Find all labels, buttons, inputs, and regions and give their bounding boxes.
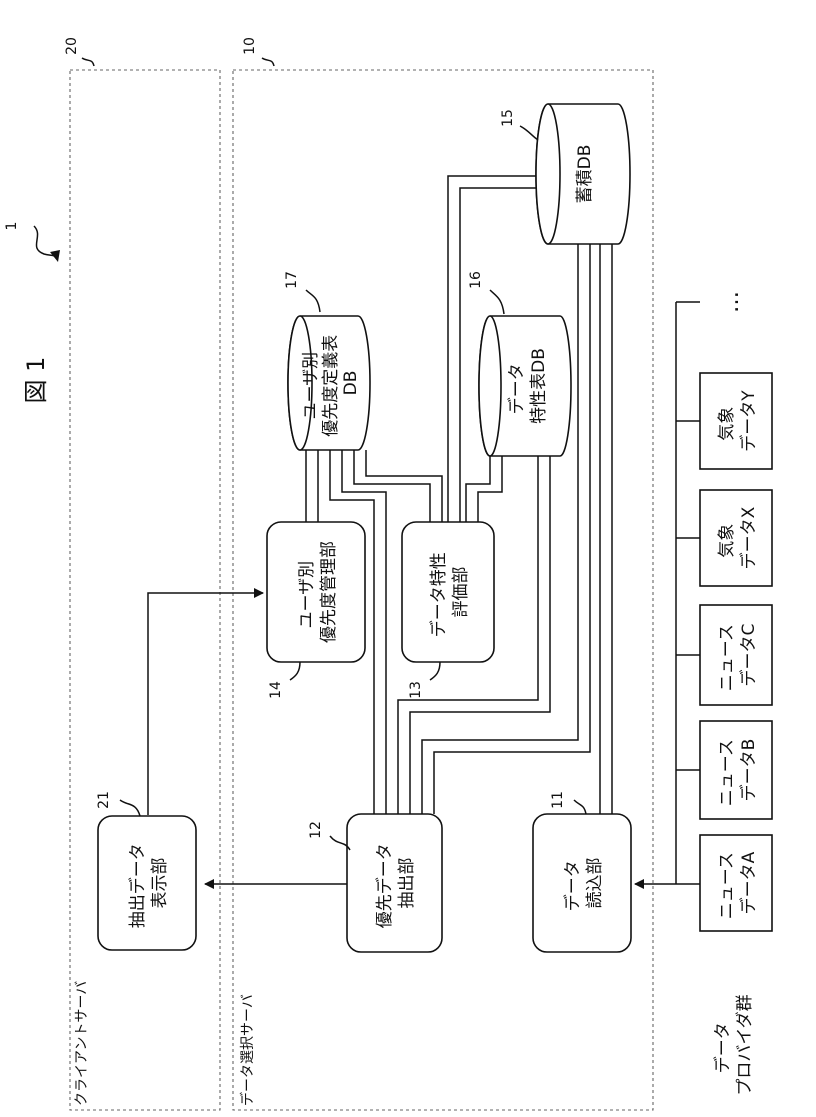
char-eval-line-2: 評価部: [451, 567, 471, 618]
reader-block-ref-leader: [574, 800, 586, 814]
display-block-line-1: 抽出データ: [127, 843, 148, 928]
display-block-ref-leader: [120, 800, 140, 816]
priority-def-db-ref: 17: [284, 271, 300, 289]
provider-ellipsis: …: [719, 291, 744, 313]
selection-server-label: データ選択サーバ: [239, 994, 256, 1106]
char-table-db-line-2: 特性表DB: [529, 348, 549, 424]
client-server-label: クライアントサーバ: [74, 981, 90, 1106]
reader-block-line-2: 読込部: [585, 858, 605, 909]
provider-a-line-1: ニュース: [717, 852, 737, 919]
client-server-ref-leader: [82, 58, 94, 66]
provider-group-line-1: データ: [712, 1022, 733, 1073]
provider-group-label: データ プロバイダ群: [712, 994, 755, 1095]
storage-db-label: 蓄積DB: [575, 145, 595, 204]
provider-x-line-1: 気象: [717, 524, 737, 558]
storage-db-ref-leader: [520, 126, 538, 140]
extract-block-ref: 12: [308, 821, 324, 839]
reader-block-ref: 11: [550, 791, 566, 809]
priority-definition-db: ユーザ別 優先度定義表 DB: [288, 316, 370, 450]
user-priority-management-block: ユーザ別 優先度管理部: [267, 522, 365, 662]
storage-db-ref: 15: [500, 109, 516, 127]
selection-server-ref-leader: [262, 58, 274, 66]
provider-y-line-2: データY: [738, 390, 759, 452]
priority-mgmt-line-2: 優先度管理部: [319, 541, 339, 643]
char-table-db-line-1: データ: [506, 363, 527, 414]
provider-group-line-2: プロバイダ群: [735, 994, 755, 1095]
provider-c-line-1: ニュース: [717, 624, 737, 691]
char-table-db-ref: 16: [468, 271, 484, 289]
data-reader-block: データ 読込部: [533, 814, 631, 952]
system-ref-label: 1: [4, 222, 20, 231]
provider-news-b: ニュース データB: [700, 721, 772, 819]
provider-y-line-1: 気象: [717, 407, 737, 441]
char-table-db-ref-leader: [490, 290, 504, 314]
storage-db: 蓄積DB: [536, 104, 630, 244]
display-block-ref: 21: [96, 791, 112, 809]
provider-c-line-2: データC: [738, 624, 759, 687]
provider-a-line-2: データA: [738, 851, 759, 914]
provider-weather-x: 気象 データX: [700, 490, 772, 586]
char-eval-ref-leader: [430, 662, 440, 680]
provider-b-line-1: ニュース: [717, 739, 737, 806]
char-eval-ref: 13: [408, 681, 424, 699]
priority-data-extraction-block: 優先データ 抽出部: [347, 814, 442, 952]
client-server-container: [70, 70, 220, 1110]
provider-b-line-2: データB: [738, 739, 759, 802]
extract-block-line-1: 優先データ: [374, 843, 395, 928]
priority-mgmt-line-1: ユーザ別: [297, 561, 317, 629]
priority-def-db-line-2: 優先度定義表: [321, 335, 341, 437]
characteristic-table-db: データ 特性表DB: [479, 316, 571, 456]
display-block-line-2: 表示部: [150, 858, 170, 909]
priority-mgmt-ref: 14: [268, 681, 284, 699]
priority-def-db-line-3: DB: [341, 371, 361, 396]
extracted-data-display-block: 抽出データ 表示部: [98, 816, 196, 950]
display-to-priority-mgmt-wire: [148, 593, 263, 815]
reader-block-line-1: データ: [562, 860, 583, 911]
priority-def-db-ref-leader: [306, 290, 320, 312]
extract-block-line-2: 抽出部: [397, 858, 417, 909]
priority-mgmt-ref-leader: [290, 662, 300, 680]
data-characteristic-evaluation-block: データ特性 評価部: [402, 522, 494, 662]
client-server-ref: 20: [64, 37, 80, 55]
provider-x-line-2: データX: [738, 506, 759, 569]
provider-weather-y: 気象 データY: [700, 373, 772, 469]
provider-news-a: ニュース データA: [700, 835, 772, 931]
char-eval-line-1: データ特性: [428, 552, 449, 637]
priority-def-db-line-1: ユーザ別: [301, 352, 321, 420]
provider-news-c: ニュース データC: [700, 605, 772, 705]
figure-title: 図 1: [22, 357, 50, 404]
selection-server-ref: 10: [242, 37, 258, 55]
